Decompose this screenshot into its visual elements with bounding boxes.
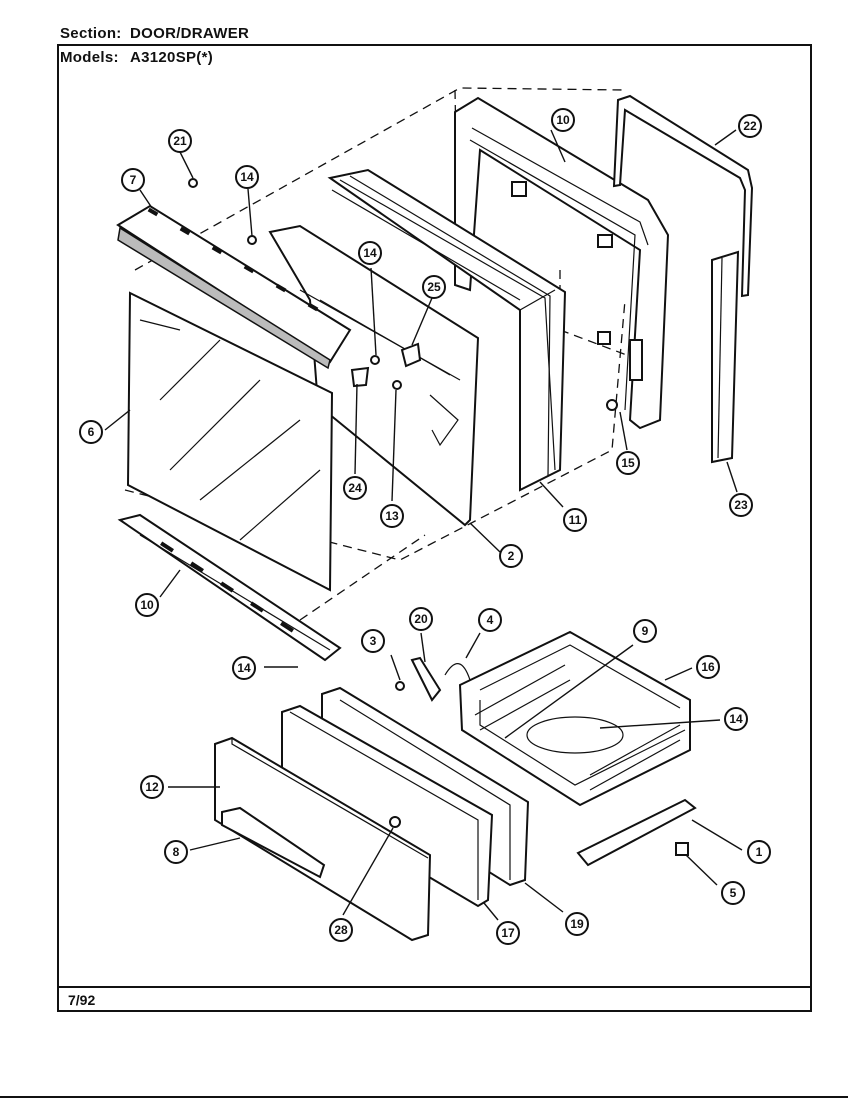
side-trim	[711, 250, 740, 464]
drawer-slide	[576, 798, 697, 867]
callout-9: 9	[633, 619, 657, 643]
svg-text:3: 3	[370, 634, 377, 648]
svg-text:14: 14	[363, 246, 377, 260]
door-gasket	[612, 94, 754, 298]
callout-7: 7	[121, 168, 145, 192]
callout-16: 16	[696, 655, 720, 679]
svg-text:4: 4	[487, 613, 494, 627]
callout-6: 6	[79, 420, 103, 444]
callout-20: 20	[409, 607, 433, 631]
svg-text:17: 17	[501, 926, 515, 940]
callout-13: 13	[380, 504, 404, 528]
callout-17: 17	[496, 921, 520, 945]
svg-text:21: 21	[173, 134, 187, 148]
svg-text:2: 2	[508, 549, 515, 563]
callout-12: 12	[140, 775, 164, 799]
svg-text:5: 5	[730, 886, 737, 900]
svg-text:23: 23	[734, 498, 748, 512]
callout-25: 25	[422, 275, 446, 299]
svg-text:1: 1	[756, 845, 763, 859]
callout-11: 11	[563, 508, 587, 532]
leader-lines	[104, 129, 743, 921]
callout-22: 22	[738, 114, 762, 138]
callout-19: 19	[565, 912, 589, 936]
svg-text:19: 19	[570, 917, 584, 931]
drawer-latch	[395, 656, 471, 702]
callout-23: 23	[729, 493, 753, 517]
svg-text:14: 14	[240, 170, 254, 184]
section-key: Section:	[60, 25, 122, 42]
svg-text:14: 14	[729, 712, 743, 726]
drawer-front	[214, 736, 432, 942]
models-key: Models:	[60, 49, 119, 66]
svg-text:15: 15	[621, 456, 635, 470]
svg-text:14: 14	[237, 661, 251, 675]
callout-24: 24	[343, 476, 367, 500]
svg-text:24: 24	[348, 481, 362, 495]
callout-5: 5	[721, 881, 745, 905]
svg-text:13: 13	[385, 509, 399, 523]
models-line: Models: A3120SP(*)	[60, 49, 213, 66]
callout-10: 10	[551, 108, 575, 132]
callout-2: 2	[499, 544, 523, 568]
footer-rule	[57, 986, 812, 988]
section-value: DOOR/DRAWER	[130, 25, 250, 42]
callout-14: 14	[724, 707, 748, 731]
callout-8: 8	[164, 840, 188, 864]
svg-text:8: 8	[173, 845, 180, 859]
svg-text:22: 22	[743, 119, 757, 133]
models-value: A3120SP(*)	[130, 49, 214, 66]
svg-text:10: 10	[556, 113, 570, 127]
callout-14: 14	[232, 656, 256, 680]
callout-28: 28	[329, 918, 353, 942]
svg-text:7: 7	[130, 173, 137, 187]
page-bottom-rule	[0, 1096, 848, 1098]
svg-text:6: 6	[88, 425, 95, 439]
callout-3: 3	[361, 629, 385, 653]
callout-14: 14	[358, 241, 382, 265]
svg-text:9: 9	[642, 624, 649, 638]
section-line: Section: DOOR/DRAWER	[60, 25, 249, 42]
svg-text:16: 16	[701, 660, 715, 674]
svg-text:12: 12	[145, 780, 159, 794]
bottom-trim	[117, 513, 342, 662]
insulation-pad	[327, 168, 567, 492]
revision-date: 7/92	[68, 992, 96, 1008]
callout-15: 15	[616, 451, 640, 475]
callout-4: 4	[478, 608, 502, 632]
svg-text:25: 25	[427, 280, 441, 294]
door-hardware	[188, 178, 618, 411]
svg-text:20: 20	[414, 612, 428, 626]
callout-10: 10	[135, 593, 159, 617]
svg-text:28: 28	[334, 923, 348, 937]
door-glass	[126, 291, 334, 592]
diagram-frame	[57, 44, 812, 1012]
callout-14: 14	[235, 165, 259, 189]
callout-21: 21	[168, 129, 192, 153]
drawer-body	[458, 630, 691, 807]
svg-text:11: 11	[569, 513, 582, 527]
svg-text:10: 10	[140, 598, 154, 612]
callout-1: 1	[747, 840, 771, 864]
vent-trim	[116, 204, 352, 370]
